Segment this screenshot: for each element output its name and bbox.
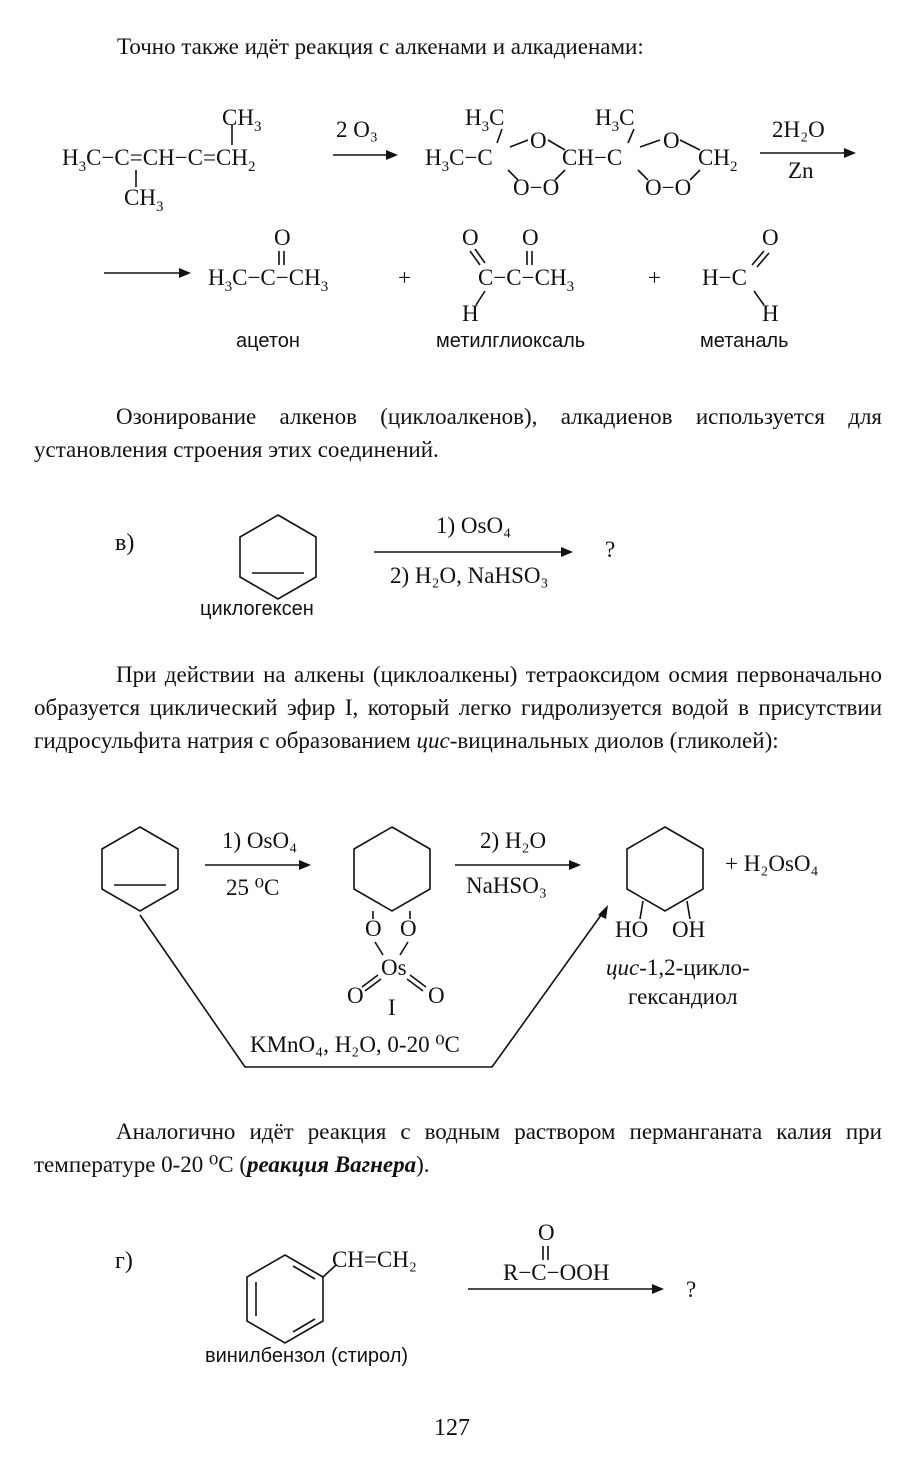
reagent-oso4: 1) OsO₄ [436, 513, 511, 538]
kmno4-conditions: KMnO₄, H₂O, 0-20 ⁰C [250, 1032, 460, 1057]
svg-text:H3C−C=CH−C=CH2: H3C−C=CH−C=CH2 [62, 145, 255, 175]
svg-text:CH3: CH3 [124, 185, 163, 215]
reagent-hydrolysis: 2) H₂O, NaHSO₃ [390, 563, 549, 588]
svg-text:O: O [428, 983, 445, 1008]
unknown-product-v: ? [605, 537, 615, 562]
product-name-acetone: ацетон [236, 330, 300, 352]
step2-additive: NaHSO₃ [466, 873, 547, 898]
product-name-methylglyoxal: метилглиоксаль [436, 330, 586, 352]
svg-text:HO: HO [615, 917, 648, 942]
svg-text:H: H [762, 301, 779, 326]
svg-text:O: O [538, 1220, 555, 1245]
page-number: 127 [434, 1415, 470, 1441]
svg-text:+: + [648, 265, 661, 290]
step1-reagent: 1) OsO₄ [222, 828, 297, 853]
product-name-methanal: метаналь [700, 330, 789, 352]
svg-text:H3C−C−CH3: H3C−C−CH3 [208, 265, 328, 295]
wagner-reaction-name: реакция Вагнера [247, 1152, 417, 1177]
intermediate-label: I [388, 995, 396, 1020]
svg-text:C−C−CH3: C−C−CH3 [478, 265, 574, 295]
ozonolysis-paragraph: Озонирование алкенов (циклоалкенов), алк… [34, 404, 882, 462]
vinyl-group: CH=CH₂ [332, 1247, 417, 1272]
svg-text:OH: OH [672, 917, 705, 942]
svg-text:+: + [398, 265, 411, 290]
byproduct: + H₂OsO₄ [725, 851, 819, 876]
svg-text:H3C: H3C [465, 105, 504, 135]
svg-text:CH3: CH3 [222, 105, 261, 135]
cyclohexene-reaction-scheme: 1) OsO₄ 2) H₂O, NaHSO₃ ? [239, 513, 615, 600]
diol-name-line2: гександиол [628, 984, 738, 1009]
diol-cis: цис [606, 955, 640, 980]
svg-text:O: O [365, 916, 382, 941]
wagner-end: ). [416, 1152, 430, 1177]
svg-text:O−O: O−O [645, 175, 691, 200]
cyclohexene-name: циклогексен [200, 598, 314, 620]
unknown-product-g: ? [686, 1277, 696, 1302]
svg-text:O: O [530, 128, 547, 153]
svg-text:CH−C: CH−C [562, 145, 622, 170]
diol-name-part: -1,2-цикло- [639, 955, 750, 980]
step1-temp: 25 ⁰C [226, 875, 279, 900]
osmium-text-end: -вицинальных диолов (гликолей): [449, 728, 779, 753]
svg-text:O: O [400, 916, 417, 941]
cis-term: цис [416, 728, 450, 753]
styrene-name: винилбензол (стирол) [205, 1345, 409, 1367]
svg-text:O: O [274, 225, 291, 250]
ozonolysis-scheme: H3C−C=CH−C=CH2 CH3 CH3 2 O₃ H3C−C H3C O … [62, 105, 856, 326]
step2-reagent: 2) H₂O [480, 828, 546, 853]
svg-text:H−C: H−C [702, 265, 747, 290]
dihydroxylation-scheme: 1) OsO₄ 25 ⁰C O O Os O O I 2) H₂O NaHSO₃… [101, 826, 819, 1068]
intro-text: Точно также идёт реакция с алкенами и ал… [117, 34, 644, 59]
benzene-ring [246, 1254, 324, 1344]
styrene-reaction-scheme: CH=CH₂ O R−C−OOH ? [246, 1220, 696, 1344]
osmium-text: При действии на алкены (циклоалкены) тет… [34, 662, 882, 753]
reagent-water: 2H₂O [772, 117, 825, 142]
peracid-reagent: R−C−OOH [503, 1260, 609, 1285]
task-v-label: в) [115, 530, 135, 556]
osmium-paragraph: При действии на алкены (циклоалкены) тет… [34, 658, 882, 757]
svg-text:H: H [462, 301, 479, 326]
svg-text:O−O: O−O [513, 175, 559, 200]
svg-text:CH2: CH2 [698, 145, 737, 175]
reagent-zinc: Zn [788, 158, 814, 183]
svg-text:H3C−C: H3C−C [425, 145, 493, 175]
diol-name-line1: цис-1,2-цикло- [606, 955, 750, 981]
wagner-text: Аналогично идёт реакция с водным раствор… [34, 1119, 882, 1177]
svg-text:Os: Os [381, 955, 407, 980]
svg-text:H3C: H3C [595, 105, 634, 135]
reagent-ozone: 2 O₃ [336, 117, 378, 142]
svg-text:O: O [762, 225, 779, 250]
svg-text:O: O [522, 225, 539, 250]
task-g-label: г) [115, 1248, 133, 1274]
svg-text:O: O [462, 225, 479, 250]
svg-text:O: O [663, 128, 680, 153]
wagner-paragraph: Аналогично идёт реакция с водным раствор… [34, 1115, 882, 1181]
svg-text:O: O [347, 983, 364, 1008]
